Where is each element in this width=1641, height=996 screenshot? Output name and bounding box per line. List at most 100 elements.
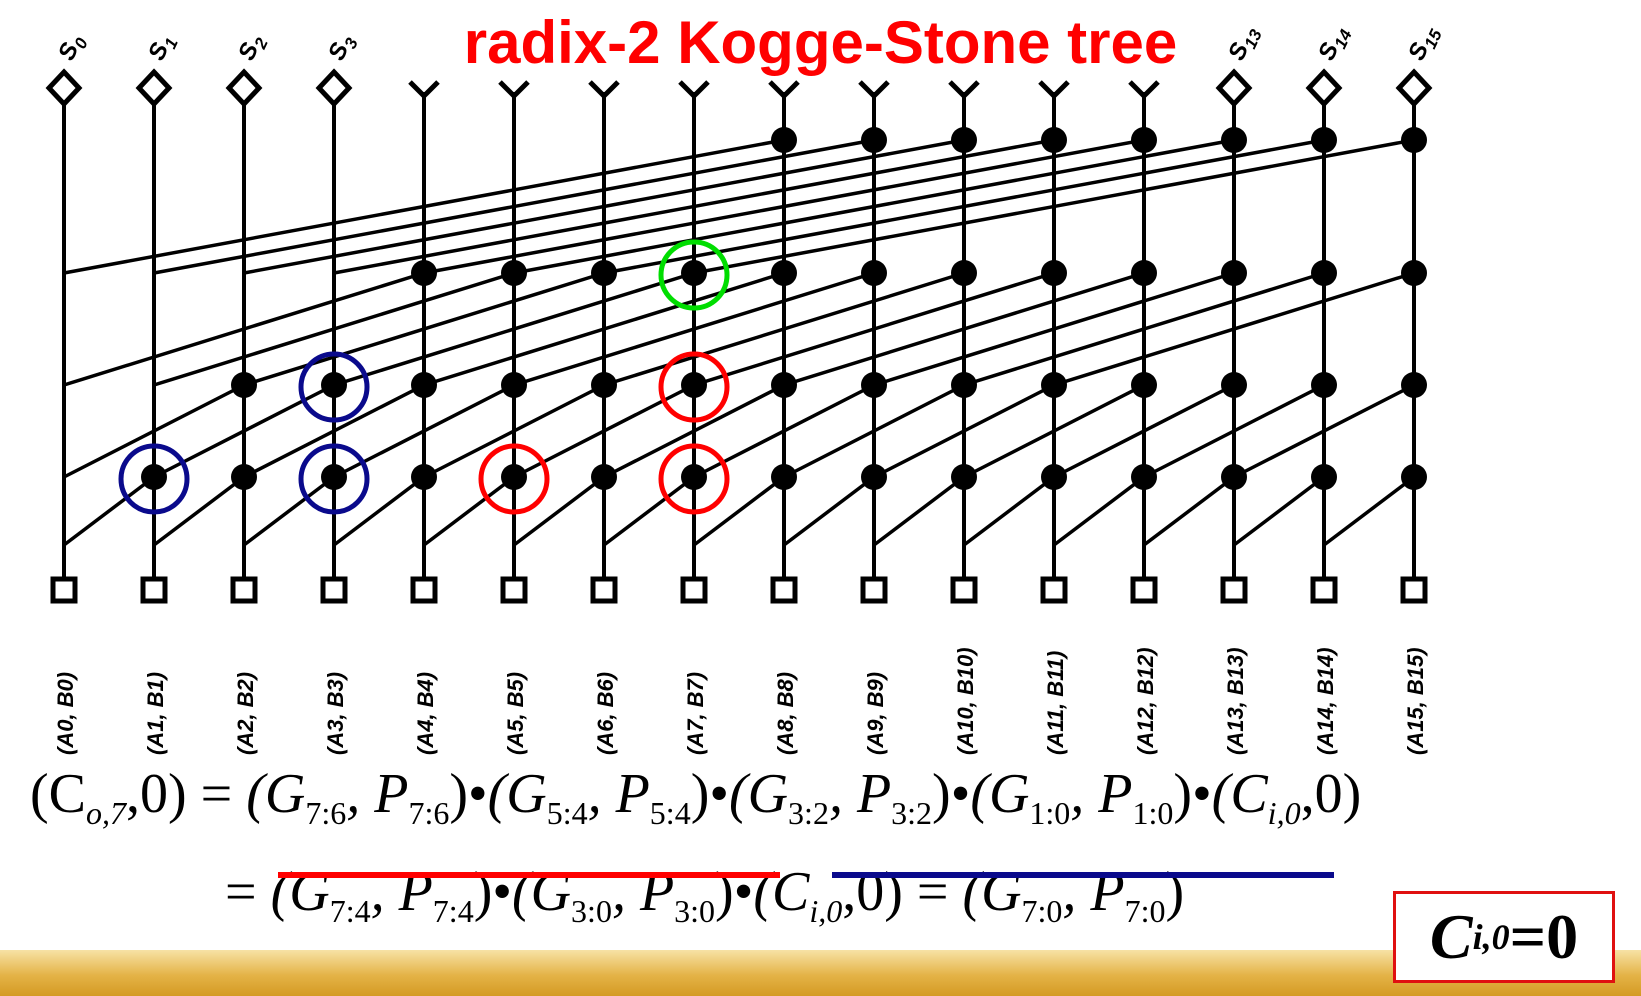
black-cell-node xyxy=(1401,464,1427,490)
black-cell-node xyxy=(861,260,887,286)
output-fork xyxy=(408,80,440,100)
equals-sign: = xyxy=(225,861,257,923)
equation-line-2: = (G7:4, P7:4)•(G3:0, P3:0)•(Ci,0,0) = (… xyxy=(225,860,1184,930)
black-cell-node xyxy=(951,372,977,398)
input-square xyxy=(590,576,618,604)
wire-diagonal xyxy=(692,475,786,547)
output-fork xyxy=(768,80,800,100)
black-cell-node xyxy=(1311,464,1337,490)
output-diamond xyxy=(135,68,173,108)
black-cell-node xyxy=(501,372,527,398)
eq2-term-3: (Ci,0,0) = xyxy=(753,861,949,930)
black-cell-node xyxy=(1131,260,1157,286)
black-cell-node xyxy=(861,127,887,153)
black-cell-node xyxy=(591,372,617,398)
black-cell-node xyxy=(1221,464,1247,490)
black-cell-node xyxy=(1311,372,1337,398)
output-diamond xyxy=(1395,68,1433,108)
output-fork xyxy=(588,80,620,100)
eq2-term-4: (G7:0, P7:0) xyxy=(962,861,1185,930)
input-label: (A5, B5) xyxy=(503,672,528,755)
wire-diagonal xyxy=(602,475,696,547)
output-fork xyxy=(948,80,980,100)
black-cell-node xyxy=(411,464,437,490)
black-cell-node xyxy=(141,464,167,490)
input-square xyxy=(50,576,78,604)
dot-operator: • xyxy=(950,763,971,825)
black-cell-node xyxy=(501,260,527,286)
wire-diagonal xyxy=(1142,475,1236,547)
highlight-circle-red xyxy=(658,351,730,423)
input-label: (A6, B6) xyxy=(593,672,618,755)
input-square xyxy=(1400,576,1428,604)
wire-diagonal xyxy=(152,475,246,547)
dot-operator: • xyxy=(492,861,512,923)
input-label: (A10, B10) xyxy=(953,647,978,755)
condition-value: =0 xyxy=(1509,901,1579,972)
black-cell-node xyxy=(951,464,977,490)
eq1-term-3: (G3:2, P3:2) xyxy=(728,763,951,832)
black-cell-node xyxy=(771,372,797,398)
black-cell-node xyxy=(1221,372,1247,398)
input-square xyxy=(950,576,978,604)
highlight-circle-green xyxy=(658,239,730,311)
eq1-term-2: (G5:4, P5:4) xyxy=(487,763,710,832)
wire-diagonal xyxy=(1232,475,1326,547)
black-cell-node xyxy=(861,464,887,490)
input-square xyxy=(680,576,708,604)
wire-diagonal xyxy=(872,475,966,547)
black-cell-node xyxy=(681,372,707,398)
output-diamond xyxy=(1305,68,1343,108)
black-cell-node xyxy=(951,260,977,286)
equation-line-1: (Co,7,0) = (G7:6, P7:6)•(G5:4, P5:4)•(G3… xyxy=(30,762,1361,832)
condition-subscript: i,0 xyxy=(1472,917,1510,957)
input-label: (A13, B13) xyxy=(1223,647,1248,755)
input-square xyxy=(320,576,348,604)
eq1-lhs: (Co,7,0) = xyxy=(30,763,233,832)
wire-diagonal xyxy=(332,475,426,547)
black-cell-node xyxy=(1221,260,1247,286)
black-cell-node xyxy=(1041,464,1067,490)
output-fork xyxy=(498,80,530,100)
black-cell-node xyxy=(231,372,257,398)
eq2-term-2: (G3:0, P3:0) xyxy=(511,861,734,930)
wire-diagonal xyxy=(1052,475,1146,547)
input-square xyxy=(140,576,168,604)
black-cell-node xyxy=(231,464,257,490)
output-fork xyxy=(1128,80,1160,100)
black-cell-node xyxy=(321,372,347,398)
black-cell-node xyxy=(591,260,617,286)
highlight-circle-blue xyxy=(298,351,370,423)
wire-diagonal xyxy=(962,475,1056,547)
diagram-title: radix-2 Kogge-Stone tree xyxy=(463,9,1178,76)
black-cell-node xyxy=(681,260,707,286)
input-label: (A1, B1) xyxy=(143,672,168,755)
black-cell-node xyxy=(1131,372,1157,398)
black-cell-node xyxy=(1311,127,1337,153)
input-square xyxy=(1220,576,1248,604)
wire-diagonal xyxy=(1322,475,1416,547)
black-cell-node xyxy=(771,260,797,286)
black-cell-node xyxy=(501,464,527,490)
eq1-term-1: (G7:6, P7:6) xyxy=(246,763,468,832)
input-square xyxy=(230,576,258,604)
black-cell-node xyxy=(321,464,347,490)
output-diamond xyxy=(315,68,353,108)
black-cell-node xyxy=(771,464,797,490)
black-cell-node xyxy=(1131,127,1157,153)
eq1-term-4: (G1:0, P1:0) xyxy=(970,763,1193,832)
eq1-term-5: (Ci,0,0) xyxy=(1211,763,1362,832)
condition-symbol: C xyxy=(1429,901,1473,972)
input-label: (A12, B12) xyxy=(1133,647,1158,755)
wire-diagonal xyxy=(422,475,516,547)
underline-blue-1 xyxy=(832,872,1334,878)
input-square xyxy=(860,576,888,604)
footer-bar xyxy=(0,950,1641,996)
black-cell-node xyxy=(1041,127,1067,153)
black-cell-node xyxy=(681,464,707,490)
output-diamond xyxy=(225,68,263,108)
black-cell-node xyxy=(1401,127,1427,153)
underline-red-1 xyxy=(278,872,780,878)
output-fork xyxy=(1038,80,1070,100)
